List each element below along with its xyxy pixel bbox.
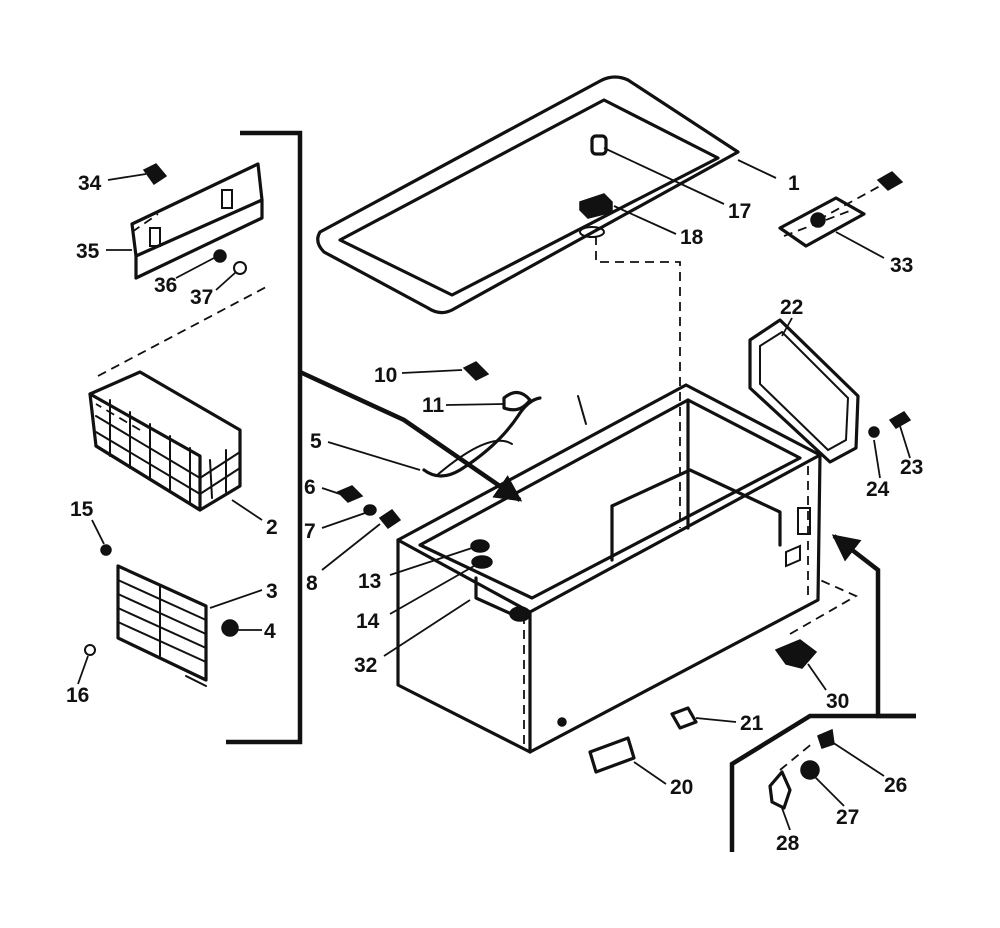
callout-6: 6 [304,476,316,499]
control-knob [800,760,820,780]
callout-2: 2 [266,516,278,539]
callout-36: 36 [154,274,177,297]
callout-28: 28 [776,832,800,855]
lid [316,75,740,315]
callout-34: 34 [78,172,102,195]
hinge-side-rivet [785,507,811,568]
lid-hinge-plate [579,193,613,238]
callout-18: 18 [680,226,704,249]
callout-30: 30 [826,690,849,713]
callout-14: 14 [356,610,380,633]
front-latch [557,717,636,774]
freezer-cabinet [396,383,822,754]
hinge-bracket [778,171,904,248]
front-screw [670,706,698,730]
cord-screw [462,361,490,381]
callout-35: 35 [76,240,100,263]
cord-clamp [502,390,532,412]
callout-22: 22 [780,296,803,319]
wire-basket [88,370,242,512]
callout-5: 5 [310,430,322,453]
hinge-nut [378,508,402,530]
callout-11: 11 [422,394,445,417]
callout-37: 37 [190,286,213,309]
callout-24: 24 [866,478,890,501]
callout-10: 10 [374,364,397,387]
grill-clip [100,544,112,556]
callout-3: 3 [266,580,278,603]
callout-32: 32 [354,654,377,677]
callout-1: 1 [788,172,800,195]
grill-grommet [221,619,239,637]
control-bracket [768,741,815,810]
bracket-clip [142,163,168,186]
control-screw [817,728,835,749]
shelf-bracket [130,162,264,280]
callout-labels: 1 2 3 4 5 6 7 8 10 11 13 14 15 16 17 18 … [66,172,923,855]
grill-pin [84,644,96,656]
door-gasket [748,318,860,464]
callout-4: 4 [264,620,276,643]
hinge-bolt [336,485,364,503]
assembly-arrow-right [831,534,916,719]
callout-17: 17 [728,200,751,223]
callout-27: 27 [836,806,859,829]
callout-20: 20 [670,776,693,799]
bracket-screw [213,249,227,263]
left-bracket-line [226,130,303,745]
callout-21: 21 [740,712,764,735]
evaporator-grill [116,564,208,687]
drain-assembly [470,539,531,622]
callout-13: 13 [358,570,381,593]
callout-16: 16 [66,684,89,707]
bracket-washer [233,261,247,275]
callout-33: 33 [890,254,913,277]
callout-leaders [77,147,911,831]
callout-23: 23 [900,456,923,479]
bottom-right-bracket [729,713,916,852]
thermostat-control [774,579,858,669]
callout-15: 15 [70,498,94,521]
assembly-arrow-left [299,369,523,502]
lid-handle-screw [590,134,608,156]
callout-8: 8 [306,572,318,595]
callout-26: 26 [884,774,907,797]
callout-7: 7 [304,520,316,543]
